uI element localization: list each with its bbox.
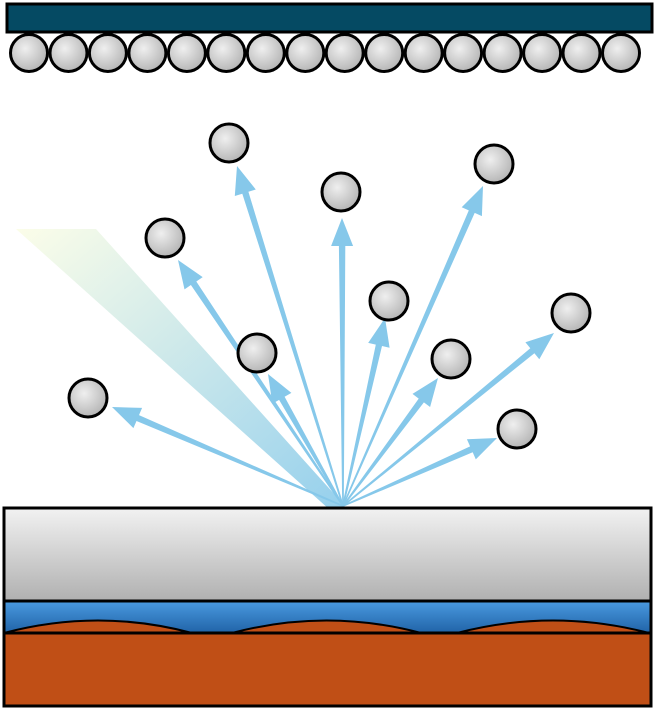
top-particle [561,33,602,73]
emitted-particle [208,122,250,164]
emitted-particle [236,332,278,374]
surface-layer [2,506,653,603]
top-particle [127,33,168,73]
emitted-particle [67,377,109,419]
top-particle [443,33,484,73]
top-particle [482,33,523,73]
arrow-icon [342,318,390,507]
emitted-particle [473,143,515,185]
top-particle [48,33,89,73]
substrate-bump [456,619,650,634]
arrow-icon [234,166,344,507]
top-particle [87,33,128,73]
arrow-icon [268,374,344,507]
top-plate-group [5,2,654,73]
target-stack [2,506,653,708]
arrow-icon [342,333,554,507]
emitted-particle [368,280,410,322]
top-particle-row [9,33,641,73]
emitted-particle [550,292,592,334]
arrow-icon [331,218,354,506]
top-particle [166,33,207,73]
top-plate [5,2,654,34]
substrate-bump [231,619,422,634]
substrate-bump [3,619,193,634]
top-particle [9,33,49,73]
emitted-particle [144,217,186,259]
ejection-arrows [112,166,554,507]
substrate-bumps [3,619,650,634]
incident-beam [16,229,345,510]
top-particle [364,33,405,73]
emitted-particle [320,171,362,213]
arrow-icon [342,186,483,507]
top-particle [522,33,563,73]
arrow-icon [112,407,344,507]
top-particle [285,33,326,73]
arrow-icon [178,260,344,507]
arrow-icon [342,438,497,507]
top-particle [206,33,247,73]
top-particle [245,33,286,73]
substrate [2,631,653,708]
top-particle [601,33,641,73]
emitted-particle [496,408,538,450]
top-particle [324,33,365,73]
top-particle [403,33,444,73]
emitted-particle [430,338,472,380]
arrow-icon [342,378,438,507]
emitted-particles [67,122,592,450]
